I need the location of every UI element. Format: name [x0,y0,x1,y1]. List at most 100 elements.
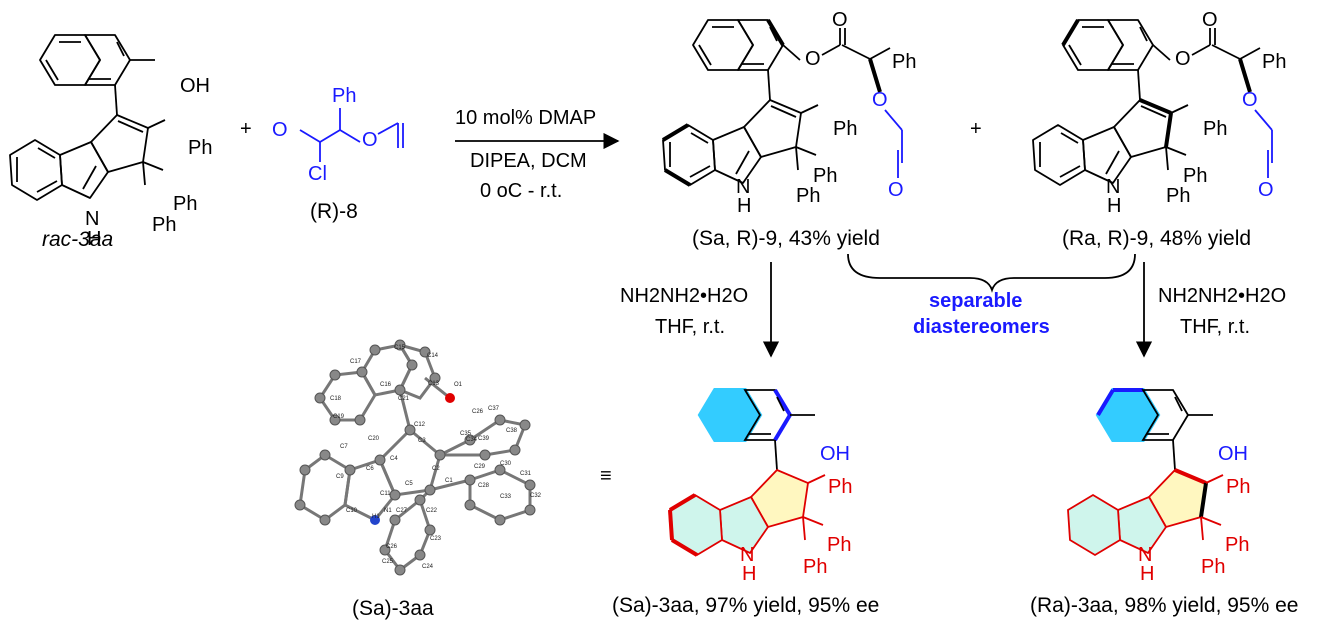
oh-label: OH [180,75,210,97]
ph-label: Ph [1183,165,1207,187]
ph-label: Ph [332,85,356,107]
o-label: O [1175,48,1191,70]
h-label: H [1140,563,1154,585]
reagent-left-line-1: NH2NH2•H2O [620,285,748,307]
ph-label: Ph [1226,476,1250,498]
svg-text:C13: C13 [428,381,440,387]
reagent-right-line-1: NH2NH2•H2O [1158,285,1286,307]
diastereomer-brace [847,253,1136,293]
svg-text:C18: C18 [330,396,342,402]
ph-label: Ph [796,185,820,207]
reagent-right-line-2: THF, r.t. [1180,316,1250,338]
svg-text:C3: C3 [418,438,426,444]
n-label: N [736,176,750,198]
ra-r-9-ester [1191,28,1273,178]
svg-text:O1: O1 [454,382,463,388]
ph-label: Ph [828,476,852,498]
svg-text:C6: C6 [366,466,374,472]
svg-text:C32: C32 [530,493,542,499]
svg-text:C30: C30 [500,461,512,467]
sa-3aa-structure: OH Ph Ph Ph N H [668,388,852,585]
separable-label-line-2: diastereomers [913,316,1050,338]
ph-label: Ph [188,137,212,159]
ph-label: Ph [827,534,851,556]
n-label: N [1138,544,1152,566]
rac-3aa-label: rac-3aa [42,228,113,251]
ph-label: Ph [1203,118,1227,140]
svg-text:C33: C33 [500,494,512,500]
o-label: O [272,119,288,141]
svg-text:C9: C9 [336,474,344,480]
cl-label: Cl [308,163,327,185]
svg-text:C14: C14 [427,353,439,359]
r-8-label: (R)-8 [310,200,358,223]
svg-text:C23: C23 [430,536,442,542]
svg-text:C1: C1 [445,478,453,484]
n-label: N [740,544,754,566]
svg-text:C27: C27 [396,508,408,514]
ph-label: Ph [1225,534,1249,556]
nitrogen-atom [370,515,380,525]
svg-text:C12: C12 [414,422,426,428]
ra-r-9-structure: O Ph Ph Ph N H [1032,18,1227,217]
condition-line-1: 10 mol% DMAP [455,107,596,129]
svg-text:C35: C35 [460,431,472,437]
crystal-atoms [294,339,536,576]
o-label: O [805,48,821,70]
sa-3aa-xray-label: (Sa)-3aa [352,597,434,620]
reagent-left-line-2: THF, r.t. [655,316,725,338]
ph-label: Ph [1201,556,1225,578]
crystal-atom-labels: C15 C14 C17 C16 C13 O1 C18 C21 C12 C26 C… [330,345,542,570]
ra-3aa-structure: OH Ph Ph Ph N H [1067,388,1250,585]
svg-text:C38: C38 [506,428,518,434]
svg-text:C31: C31 [520,471,532,477]
svg-text:C39: C39 [478,436,490,442]
sa-r-9-ester [821,28,903,178]
o-label: O [888,179,904,201]
svg-text:C24: C24 [422,564,434,570]
h-label: H [1107,195,1121,217]
svg-text:C26: C26 [386,544,398,550]
svg-text:C28: C28 [478,483,490,489]
svg-text:C37: C37 [488,406,500,412]
svg-text:C21: C21 [398,396,410,402]
o-label: O [832,9,848,31]
oh-label: OH [1218,443,1248,465]
plus-sign: + [240,118,252,140]
sa-r-9-label: (Sa, R)-9, 43% yield [692,227,880,250]
ra-r-9-label: (Ra, R)-9, 48% yield [1062,227,1251,250]
svg-text:C7: C7 [340,444,348,450]
h-label: H [87,228,101,250]
sa-r-9-structure: O Ph Ph Ph N H [661,18,857,217]
svg-text:C4: C4 [390,456,398,462]
condition-line-2: DIPEA, DCM [470,150,587,172]
svg-text:H1: H1 [372,514,380,520]
n-label: N [85,208,99,230]
svg-text:C25: C25 [382,559,394,565]
o-label: O [1242,89,1258,111]
ph-label: Ph [833,118,857,140]
ph-label: Ph [1262,51,1286,73]
ph-label: Ph [152,214,176,236]
svg-text:C16: C16 [380,382,392,388]
plus-sign: + [970,118,982,140]
svg-text:C29: C29 [474,464,486,470]
ra-3aa-label: (Ra)-3aa, 98% yield, 95% ee [1030,594,1298,617]
svg-text:C15: C15 [394,345,406,351]
equivalence-sign: ≡ [600,465,612,487]
svg-text:C11: C11 [380,491,391,497]
r-8-structure [299,108,404,162]
sa-3aa-label: (Sa)-3aa, 97% yield, 95% ee [612,594,879,617]
svg-text:C17: C17 [350,359,362,365]
separable-label-line-1: separable [929,290,1022,312]
o-label: O [872,89,888,111]
svg-text:C10: C10 [346,508,358,514]
svg-text:C19: C19 [333,414,345,420]
ph-label: Ph [813,165,837,187]
o-label: O [1202,9,1218,31]
svg-text:C22: C22 [426,508,438,514]
n-label: N [1106,176,1120,198]
ph-label: Ph [803,556,827,578]
h-label: H [742,563,756,585]
